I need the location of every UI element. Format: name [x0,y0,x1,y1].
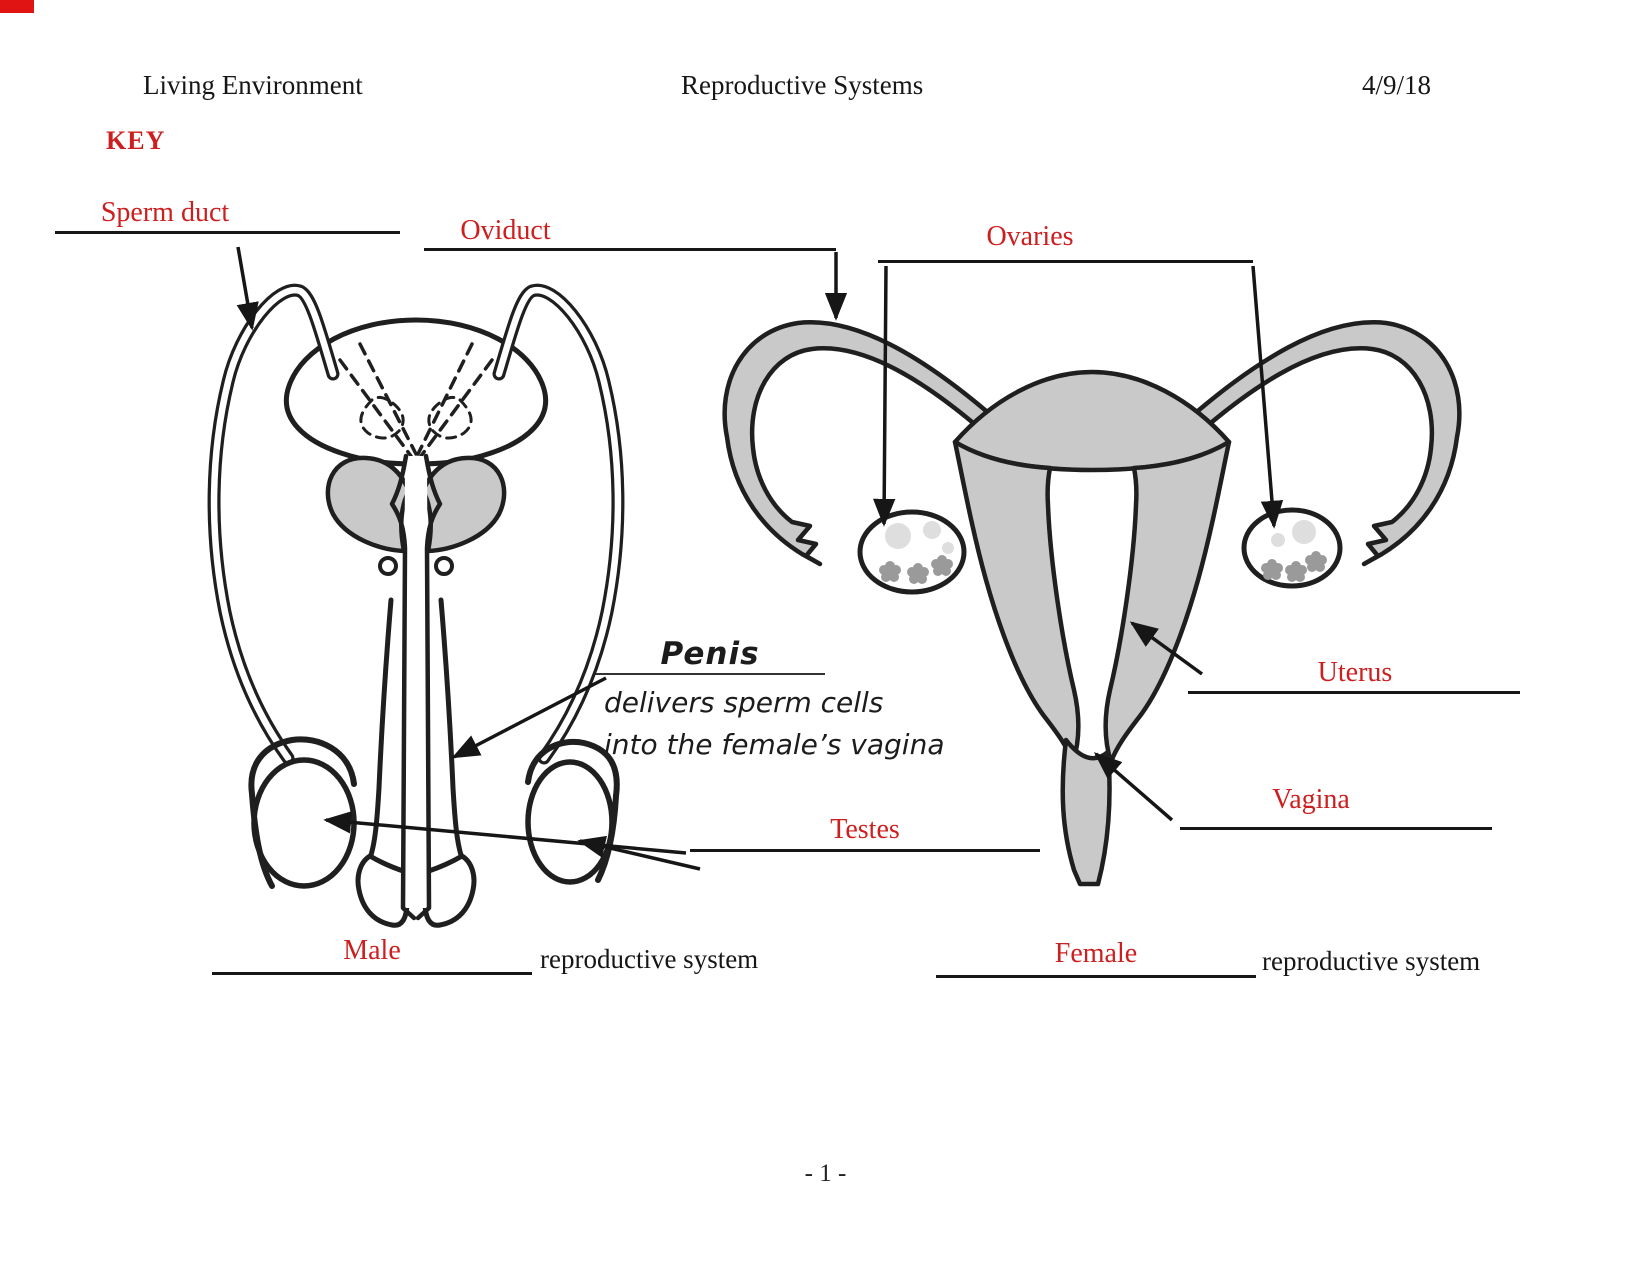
pointer-arrows [236,246,1284,871]
page-number: - 1 - [804,1160,847,1187]
blank-oviduct [424,248,836,251]
ovary-right-follicles [1261,520,1327,582]
label-ovaries: Ovaries [986,221,1074,252]
blank-male [212,972,532,975]
caption-female: Female [1054,938,1138,969]
penis-note-line2: into the female’s vagina [604,728,945,761]
label-uterus: Uterus [1317,657,1393,688]
sperm-duct-right [492,283,625,765]
male-diagram [207,283,625,928]
label-vagina: Vagina [1272,784,1350,815]
ovary-left-follicles [879,521,954,584]
blank-penis [590,673,825,675]
arrow-testis-left [323,811,687,855]
blank-vagina [1180,827,1492,830]
gland-curl-right [434,556,454,576]
glans-right [422,853,477,928]
gland-curl-left [378,556,398,576]
sperm-duct-left [207,283,340,765]
key-heading: KEY [106,126,166,155]
prostate-right-lobe [420,455,507,554]
bladder-dashed-ducts [338,342,494,458]
epididymis-left [248,736,357,889]
penis-note-line1: delivers sperm cells [604,686,884,719]
testis-left [251,757,357,889]
label-sperm-duct: Sperm duct [100,197,230,228]
caption-female-suffix: reproductive system [1262,946,1481,976]
course-title: Living Environment [143,70,363,100]
prostate-left-lobe [325,455,412,554]
label-oviduct: Oviduct [460,215,551,246]
caption-male: Male [343,935,401,966]
arrow-uterus [1129,621,1204,676]
female-diagram [722,320,1462,887]
fallopian-tube-left [722,320,1011,567]
blank-ovaries [878,260,1253,263]
label-penis: Penis [660,636,760,672]
arrow-ovary-right [1251,265,1284,529]
uterus-fundus [952,369,1232,473]
caption-male-suffix: reproductive system [540,944,759,974]
penis-shaft [367,597,465,861]
blank-sperm-duct [55,231,400,234]
arrow-testis-right [577,835,701,871]
arrow-vagina [1093,752,1174,822]
glans-left [355,853,410,928]
arrow-ovary-left [872,265,896,527]
uterus-wall-right [1103,439,1232,765]
urethra-walls [389,453,443,921]
blank-female [936,975,1256,978]
blank-uterus [1188,691,1520,694]
urethra-core [403,456,429,908]
arrow-sperm-duct [236,246,259,331]
uterus-wall-left [952,439,1081,765]
arrow-penis [451,676,607,759]
testis-right [525,759,615,885]
page-title: Reproductive Systems [681,70,924,100]
scan-artifact [0,0,34,13]
label-testes: Testes [830,814,900,845]
fallopian-tube-right [1173,320,1462,567]
blank-testes [690,849,1040,852]
date: 4/9/18 [1362,70,1432,100]
